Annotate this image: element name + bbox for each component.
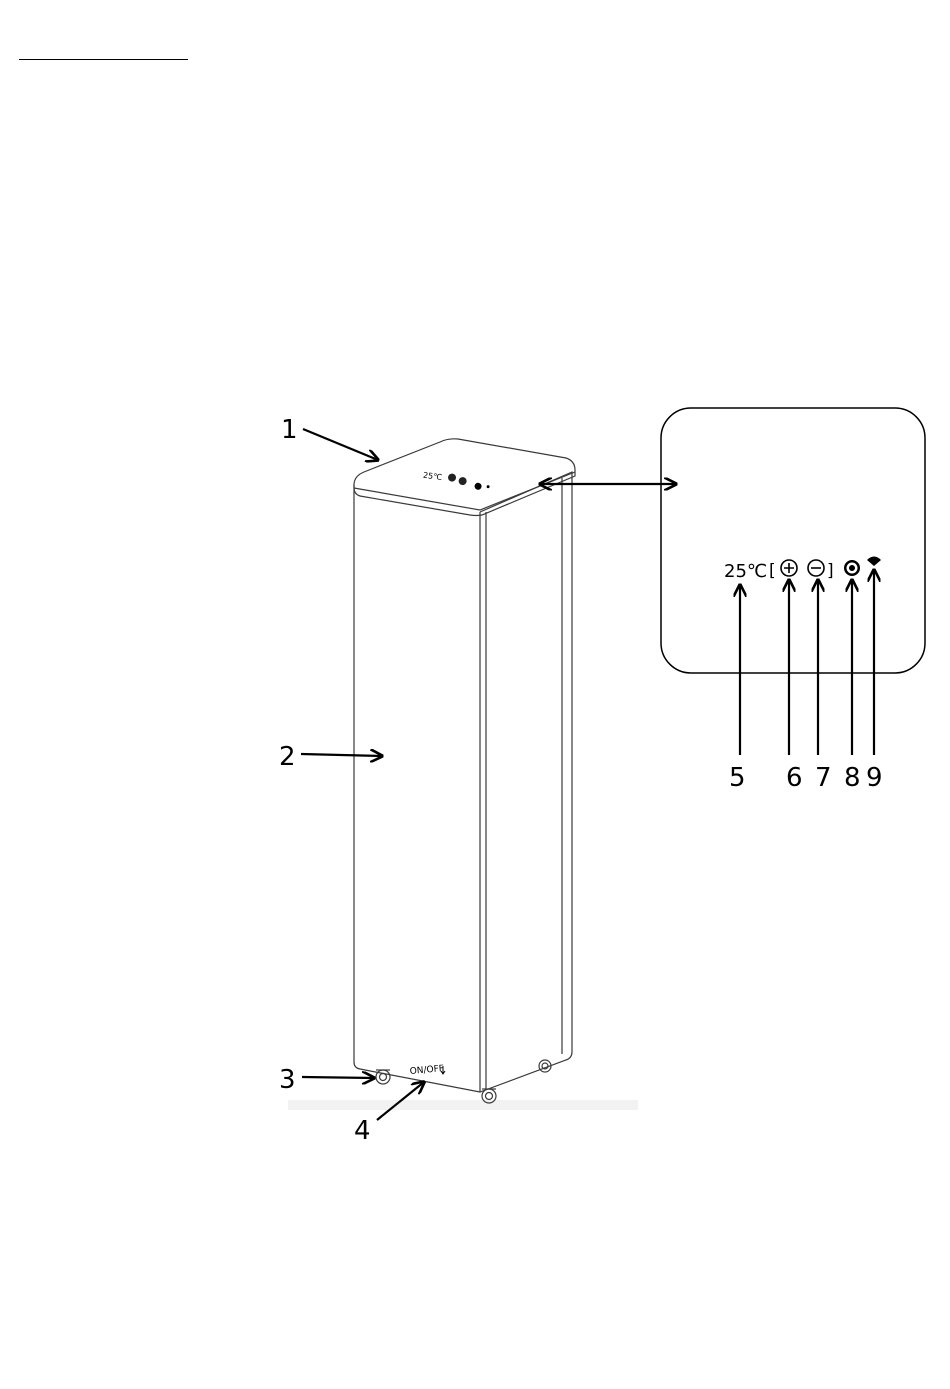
wheel <box>376 1070 390 1084</box>
callout-2: 2 <box>279 742 296 772</box>
plus-icon <box>781 560 797 576</box>
callout-6: 6 <box>786 763 803 793</box>
temperature-display: 25℃ <box>724 561 767 582</box>
control-panel-icons: 25℃ [ ] <box>724 557 881 583</box>
control-panel-zoom <box>661 408 925 673</box>
timer-icon <box>844 560 860 576</box>
bracket-close: ] <box>827 561 834 581</box>
lid-timer-icon <box>474 482 482 490</box>
callout-9: 9 <box>866 763 883 793</box>
callout-4: 4 <box>354 1116 371 1146</box>
wifi-icon <box>867 557 881 567</box>
callout-8: 8 <box>844 763 861 793</box>
lid-display: 25℃ <box>422 470 491 492</box>
lid-temperature-text: 25℃ <box>422 471 442 483</box>
callout-1: 1 <box>281 415 298 445</box>
callout-3: 3 <box>279 1065 296 1095</box>
lid-minus-icon <box>458 477 467 486</box>
bracket-open: [ <box>769 561 776 581</box>
device-body: 25℃ ON/OFF <box>354 439 575 1103</box>
on-off-label: ON/OFF <box>409 1064 444 1077</box>
floor-shadow <box>288 1100 638 1110</box>
minus-icon <box>808 560 824 576</box>
callout-5: 5 <box>729 763 746 793</box>
callout-7: 7 <box>815 763 832 793</box>
lid-plus-icon <box>448 473 457 482</box>
lid-wifi-icon <box>486 485 489 488</box>
